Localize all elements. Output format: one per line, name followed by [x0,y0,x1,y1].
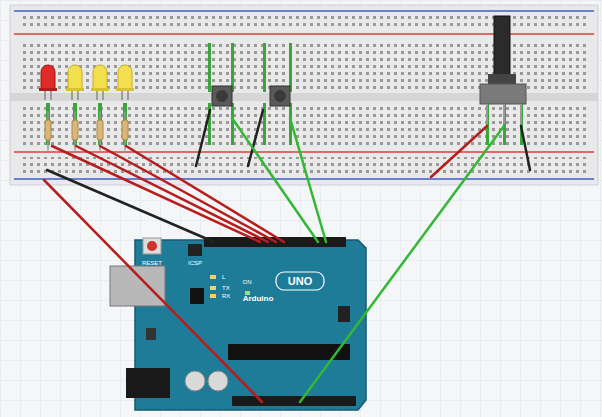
terminal-holes [20,103,590,145]
led-red [39,65,57,100]
reset-label: RESET [142,260,162,266]
logo-outline [276,272,324,290]
capacitor [185,371,205,391]
power-analog-header [232,396,356,406]
wire-black [521,126,530,170]
usb-chip [190,288,204,304]
usb-port [110,266,165,306]
wire-green [232,118,318,242]
power-jack [126,368,170,398]
board-brand: Arduino [243,295,274,303]
connected-holes [46,43,523,145]
wire-black [47,170,214,242]
rail-line-blue [14,178,594,180]
led-yellow [116,65,134,100]
reset-cap [147,241,157,251]
capacitor [208,371,228,391]
pin-label: L [222,274,225,280]
arduino-board [110,237,366,410]
resistor-symbol [45,112,128,150]
pin-label: RX [222,293,230,299]
push-button [212,86,290,106]
icsp-header [188,244,202,256]
board-logo: UNO [288,276,312,287]
wire-red [44,180,262,402]
icsp-header [338,306,350,322]
wires [44,110,530,402]
wire-red [431,126,487,177]
led-yellow [91,65,109,100]
regulator [146,328,156,340]
rail-line-blue [14,10,594,12]
wire-red [52,146,260,242]
rail-line-red [14,151,594,153]
reset-button [143,238,161,254]
wire-green [300,126,504,402]
status-leds [210,275,216,298]
pin-label: TX [222,285,230,291]
icsp-label: ICSP [188,260,202,266]
led-yellow [66,65,84,100]
potentiometer [480,16,526,124]
pin-label: ON [243,279,252,285]
wire-black [196,110,210,166]
wire-green [290,118,326,242]
